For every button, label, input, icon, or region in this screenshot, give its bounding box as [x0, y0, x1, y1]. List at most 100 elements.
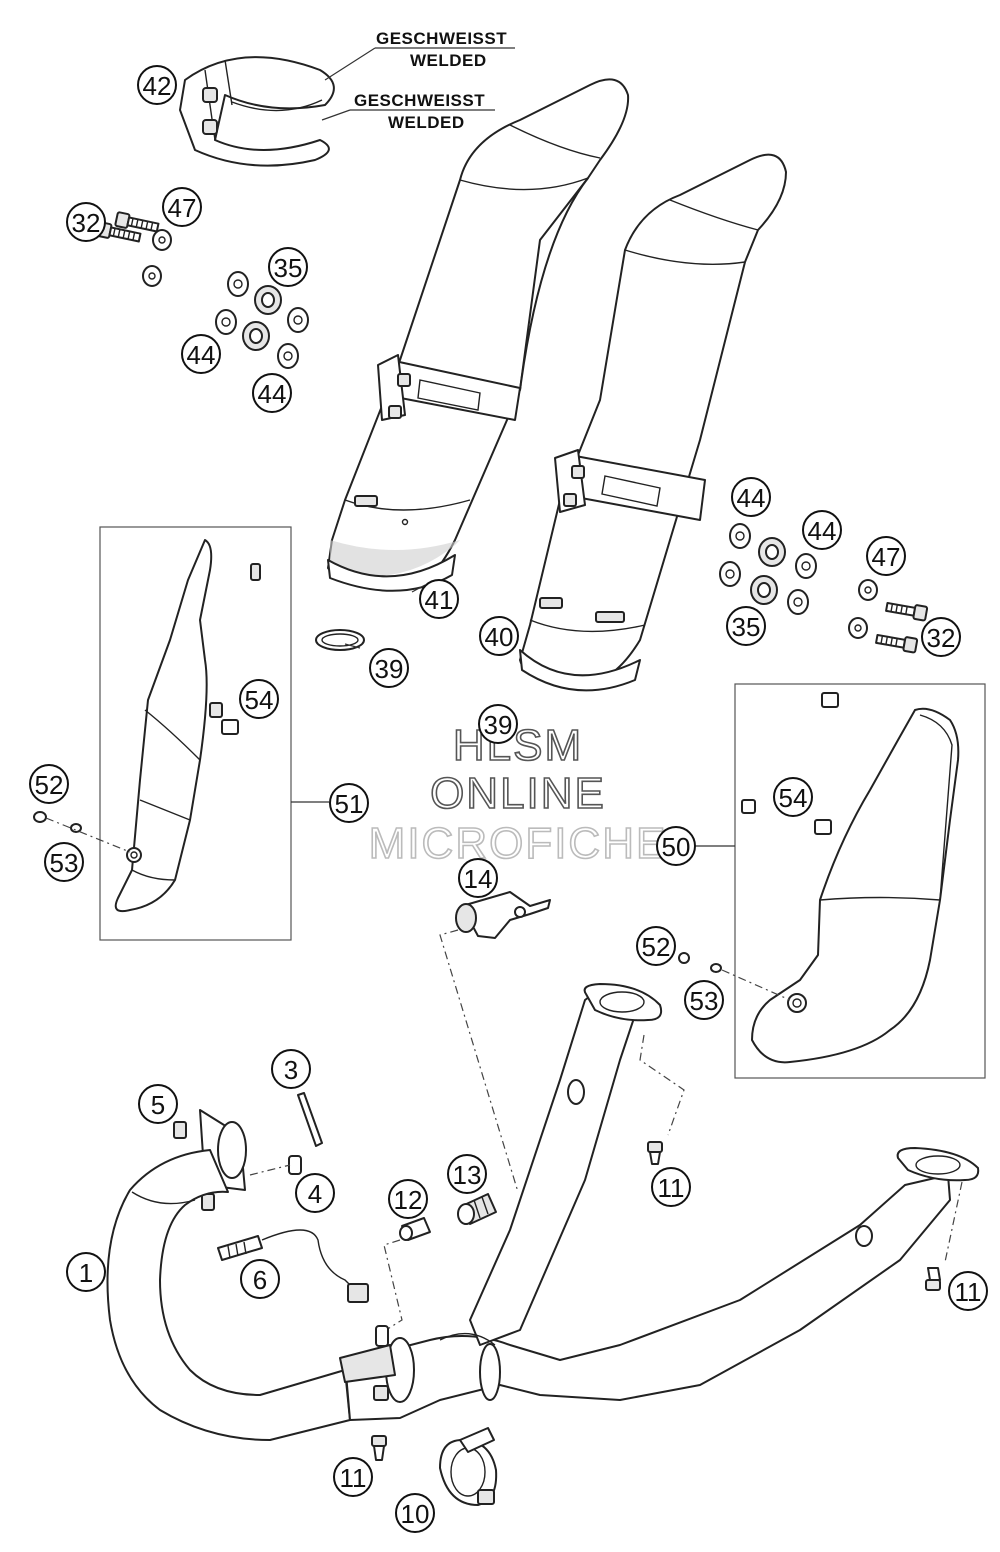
callout-44: 44 [731, 477, 771, 517]
callout-label: 12 [394, 1185, 423, 1215]
callout-circle [773, 777, 813, 817]
callout-47: 47 [866, 536, 906, 576]
callout-32: 32 [921, 617, 961, 657]
callout-circle [479, 616, 519, 656]
callout-14: 14 [458, 858, 498, 898]
part-40-right-muffler [519, 153, 787, 692]
watermark: HLSM ONLINE MICROFICHE [368, 720, 668, 869]
part-51-left-heat-shield [33, 526, 329, 941]
callout-label: 44 [258, 379, 287, 409]
callout-circle [636, 926, 676, 966]
callout-44: 44 [181, 334, 221, 374]
callout-circle [252, 373, 292, 413]
callout-circle [329, 783, 369, 823]
callout-47: 47 [162, 187, 202, 227]
weld-note-lower-line1: GESCHWEISST [354, 91, 485, 110]
callout-41: 41 [419, 579, 459, 619]
callout-label: 41 [425, 585, 454, 615]
callout-label: 5 [151, 1090, 165, 1120]
callout-35: 35 [726, 606, 766, 646]
callout-circle [29, 764, 69, 804]
callout-label: 47 [168, 193, 197, 223]
callout-39: 39 [478, 704, 518, 744]
part-3-pin [297, 1092, 323, 1147]
part-11-bolt [647, 1141, 663, 1165]
callout-label: 13 [453, 1160, 482, 1190]
callout-label: 11 [955, 1277, 982, 1307]
callout-circle [731, 477, 771, 517]
callout-40: 40 [479, 616, 519, 656]
part-42-clamp-bracket [179, 56, 335, 167]
callout-label: 11 [658, 1173, 685, 1203]
weld-note-upper: GESCHWEISST WELDED [324, 29, 515, 81]
callout-circle [239, 679, 279, 719]
callout-label: 54 [779, 783, 808, 813]
callout-label: 54 [245, 685, 274, 715]
callout-label: 40 [485, 622, 514, 652]
watermark-line3: MICROFICHE [369, 819, 668, 868]
callout-label: 35 [274, 253, 303, 283]
callout-label: 44 [737, 483, 766, 513]
callout-10: 10 [395, 1493, 435, 1533]
callout-circle [162, 187, 202, 227]
callout-11: 11 [651, 1167, 691, 1207]
callout-label: 53 [690, 986, 719, 1016]
callout-circle [66, 202, 106, 242]
callout-label: 52 [642, 932, 671, 962]
callout-label: 11 [340, 1463, 367, 1493]
callout-label: 39 [484, 710, 513, 740]
callout-label: 1 [79, 1258, 93, 1288]
callout-label: 32 [72, 208, 101, 238]
callout-5: 5 [138, 1084, 178, 1124]
fasteners-right [719, 523, 929, 654]
callout-39: 39 [369, 648, 409, 688]
weld-note-lower: GESCHWEISST WELDED [321, 91, 495, 132]
callout-6: 6 [240, 1259, 280, 1299]
callout-label: 4 [308, 1179, 322, 1209]
callout-circle [138, 1084, 178, 1124]
part-1-header-pipe [106, 983, 980, 1441]
callout-circle [240, 1259, 280, 1299]
callout-4: 4 [295, 1173, 335, 1213]
callout-circle [656, 826, 696, 866]
callout-53: 53 [44, 842, 84, 882]
part-11-bolt [925, 1267, 941, 1291]
weld-note-upper-line2: WELDED [410, 51, 487, 70]
part-39-gasket [315, 629, 365, 651]
callout-54: 54 [239, 679, 279, 719]
callout-circle [866, 536, 906, 576]
callout-circle [921, 617, 961, 657]
part-11-bolt [371, 1435, 387, 1461]
part-14-bracket [439, 891, 551, 1193]
callout-44: 44 [252, 373, 292, 413]
weld-note-upper-line1: GESCHWEISST [376, 29, 507, 48]
callout-3: 3 [271, 1049, 311, 1089]
callout-35: 35 [268, 247, 308, 287]
callout-circle [458, 858, 498, 898]
callout-label: 53 [50, 848, 79, 878]
callout-circle [271, 1049, 311, 1089]
callout-label: 42 [143, 71, 172, 101]
callout-12: 12 [388, 1179, 428, 1219]
callout-50: 50 [656, 826, 696, 866]
callout-label: 50 [662, 832, 691, 862]
watermark-line1: HLSM [453, 721, 583, 770]
callout-circle [137, 65, 177, 105]
part-13-rubber-bushing [457, 1193, 497, 1225]
watermark-line2: ONLINE [430, 769, 606, 818]
callout-51: 51 [329, 783, 369, 823]
callout-circle [395, 1493, 435, 1533]
callout-52: 52 [636, 926, 676, 966]
callout-11: 11 [333, 1457, 373, 1497]
part-6-lambda-sensor [217, 1229, 369, 1303]
callout-circle [388, 1179, 428, 1219]
callout-1: 1 [66, 1252, 106, 1292]
callout-circle [948, 1271, 988, 1311]
callout-label: 14 [464, 864, 493, 894]
callout-label: 39 [375, 654, 404, 684]
callout-11: 11 [948, 1271, 988, 1311]
callout-label: 3 [284, 1055, 298, 1085]
callout-circle [478, 704, 518, 744]
